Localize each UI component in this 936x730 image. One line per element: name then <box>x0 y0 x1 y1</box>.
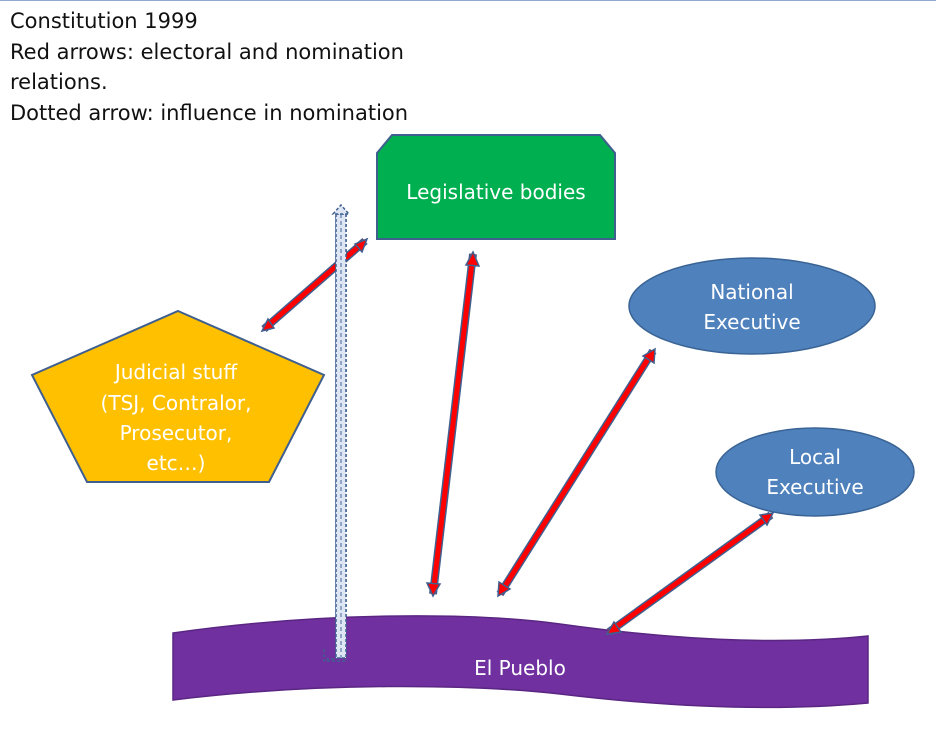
local-executive-label-line1: Local <box>789 445 841 469</box>
legislative-bodies-label: Legislative bodies <box>406 180 585 204</box>
national-executive-label-line1: National <box>710 280 793 304</box>
judicial-label-line1: Judicial stuff <box>113 360 238 384</box>
arrow-judicial-legislative <box>260 237 369 333</box>
top-border-line <box>0 0 936 1</box>
local-executive-ellipse <box>715 427 915 517</box>
caption-line-dotted-arrow: Dotted arrow: influence in nomination <box>10 100 409 125</box>
diagram-caption: Constitution 1999 Red arrows: electoral … <box>10 6 430 128</box>
caption-line-red-arrows: Red arrows: electoral and nomination <box>10 39 404 64</box>
judicial-pentagon <box>30 309 326 483</box>
pueblo-label: El Pueblo <box>474 656 566 680</box>
judicial-label-line4: etc…) <box>147 451 206 475</box>
legislative-bodies-box <box>376 134 616 240</box>
arrow-pueblo-legislative <box>425 250 481 598</box>
arrow-pueblo-local-executive <box>605 511 775 636</box>
national-executive-ellipse <box>628 257 876 355</box>
national-executive-label-line2: Executive <box>703 310 800 334</box>
caption-title: Constitution 1999 <box>10 9 198 33</box>
dotted-influence-arrow <box>323 203 351 662</box>
pueblo-band <box>172 615 869 709</box>
arrow-pueblo-national-executive <box>496 347 657 598</box>
judicial-label-line3: Prosecutor, <box>120 421 233 445</box>
caption-line-relations: relations. <box>10 70 108 94</box>
judicial-label-line2: (TSJ, Contralor, <box>101 391 252 415</box>
local-executive-label-line2: Executive <box>766 475 863 499</box>
